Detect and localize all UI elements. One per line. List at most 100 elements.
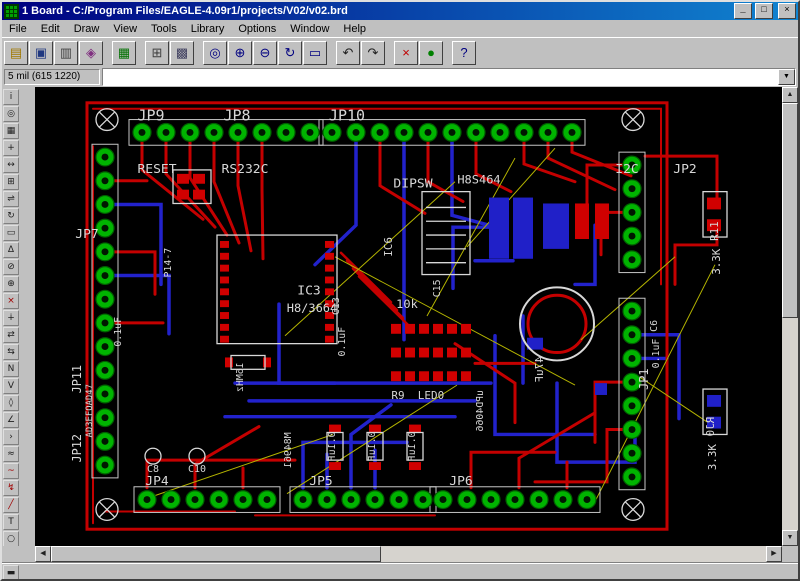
scroll-down-button[interactable]: ▼ — [782, 530, 798, 546]
silkscreen-label: C15 — [432, 279, 443, 297]
scroll-up-button[interactable]: ▲ — [782, 87, 798, 103]
help-button[interactable]: ? — [452, 41, 476, 65]
menu-window[interactable]: Window — [283, 22, 336, 36]
save-icon: ▣ — [35, 45, 47, 61]
cut-tool[interactable]: ⊘ — [3, 259, 19, 275]
menu-tools[interactable]: Tools — [144, 22, 184, 36]
pad-hole — [488, 496, 495, 503]
wire-tool[interactable]: ╱ — [3, 497, 19, 513]
display-tool[interactable]: ▦ — [3, 123, 19, 139]
status-strip — [2, 562, 798, 579]
scroll-corner-left — [2, 546, 35, 562]
zoom-fit-button[interactable]: ◎ — [203, 41, 227, 65]
pad-hole — [235, 129, 242, 136]
app-icon — [4, 4, 19, 19]
move-tool[interactable]: ↔ — [3, 157, 19, 173]
command-dropdown-arrow-icon[interactable]: ▼ — [778, 69, 795, 85]
menu-file[interactable]: File — [2, 22, 34, 36]
pad-hole — [629, 379, 636, 386]
info-tool[interactable]: i — [3, 89, 19, 105]
menu-edit[interactable]: Edit — [34, 22, 67, 36]
redo-button[interactable]: ↷ — [361, 41, 385, 65]
pad-hole — [629, 355, 636, 362]
board-canvas[interactable]: JP9JP8JP10RESETRS232CDIPSWH8S464I2CJP2JP… — [35, 87, 782, 546]
ripup-tool[interactable]: ↯ — [3, 480, 19, 496]
save-button[interactable]: ▣ — [29, 41, 53, 65]
horizontal-scroll-track[interactable] — [51, 546, 766, 562]
silkscreen-label: C13 — [331, 297, 342, 315]
mark-tool[interactable]: + — [3, 140, 19, 156]
menu-help[interactable]: Help — [336, 22, 373, 36]
show-tool[interactable]: ◎ — [3, 106, 19, 122]
close-button[interactable]: × — [778, 3, 796, 19]
copy-tool[interactable]: ⊞ — [3, 174, 19, 190]
menu-draw[interactable]: Draw — [67, 22, 107, 36]
pad-hole — [102, 177, 109, 184]
silkscreen-label: JP11 — [70, 365, 84, 394]
open-button[interactable]: ▤ — [4, 41, 28, 65]
undo-button[interactable]: ↶ — [336, 41, 360, 65]
replace-tool[interactable]: ⇆ — [3, 344, 19, 360]
pad-hole — [440, 496, 447, 503]
change-tool[interactable]: Δ — [3, 242, 19, 258]
split-tool[interactable]: › — [3, 429, 19, 445]
vertical-scroll-thumb[interactable] — [782, 103, 798, 318]
maximize-button[interactable]: □ — [755, 3, 773, 19]
pad-hole — [425, 129, 432, 136]
print-icon: ▥ — [60, 45, 72, 61]
zoom-out-button[interactable]: ⊖ — [253, 41, 277, 65]
pad-hole — [396, 496, 403, 503]
print-button[interactable]: ▥ — [54, 41, 78, 65]
circle-tool[interactable]: ○ — [3, 531, 19, 547]
board-editor-button[interactable]: ▦ — [112, 41, 136, 65]
zoom-redraw-button[interactable]: ↻ — [278, 41, 302, 65]
cam-processor-button[interactable]: ◈ — [79, 41, 103, 65]
silkscreen-label: IC3 — [297, 283, 320, 298]
connector-outline — [92, 144, 118, 478]
add-tool[interactable]: ∔ — [3, 310, 19, 326]
scroll-corner-right — [782, 546, 798, 562]
pinswap-tool[interactable]: ⇄ — [3, 327, 19, 343]
pad-hole — [102, 272, 109, 279]
pad-hole — [102, 296, 109, 303]
delete-tool[interactable]: × — [3, 293, 19, 309]
coordinate-bar: 5 mil (615 1220) ▼ — [2, 67, 798, 87]
horizontal-scroll-thumb[interactable] — [51, 546, 381, 562]
grid-button[interactable]: ⊞ — [145, 41, 169, 65]
menu-options[interactable]: Options — [231, 22, 283, 36]
miter-tool[interactable]: ∠ — [3, 412, 19, 428]
scroll-right-button[interactable]: ▶ — [766, 546, 782, 562]
text-tool[interactable]: T — [3, 514, 19, 530]
route-tool[interactable]: ~ — [3, 463, 19, 479]
optimize-tool[interactable]: ≈ — [3, 446, 19, 462]
smash-tool[interactable]: ◊ — [3, 395, 19, 411]
mirror-tool[interactable]: ⇌ — [3, 191, 19, 207]
pad-hole — [216, 496, 223, 503]
vertical-scroll-track[interactable] — [782, 103, 798, 530]
value-tool[interactable]: V — [3, 378, 19, 394]
group-tool[interactable]: ▭ — [3, 225, 19, 241]
zoom-select-button[interactable]: ▭ — [303, 41, 327, 65]
pcb-drawing: JP9JP8JP10RESETRS232CDIPSWH8S464I2CJP2JP… — [35, 87, 782, 546]
paste-tool[interactable]: ⊕ — [3, 276, 19, 292]
silkscreen-label: RESET — [137, 162, 176, 177]
pad-hole — [102, 438, 109, 445]
minimize-button[interactable]: _ — [734, 3, 752, 19]
rotate-tool[interactable]: ↻ — [3, 208, 19, 224]
pad-hole — [307, 129, 314, 136]
pad-hole — [102, 154, 109, 161]
stop-button[interactable]: × — [394, 41, 418, 65]
zoom-in-button[interactable]: ⊕ — [228, 41, 252, 65]
layers-button[interactable]: ▩ — [170, 41, 194, 65]
main-area: i◎▦+↔⊞⇌↻▭Δ⊘⊕×∔⇄⇆NV◊∠›≈~↯╱T○◠▬◇◉§◌⋈A√! — [2, 87, 798, 546]
name-tool[interactable]: N — [3, 361, 19, 377]
menu-view[interactable]: View — [106, 22, 144, 36]
menu-bar: FileEditDrawViewToolsLibraryOptionsWindo… — [2, 20, 798, 37]
menu-library[interactable]: Library — [184, 22, 232, 36]
scroll-left-button[interactable]: ◀ — [35, 546, 51, 562]
pad-hole — [102, 248, 109, 255]
pad-hole — [283, 129, 290, 136]
go-button[interactable]: ● — [419, 41, 443, 65]
command-input[interactable] — [103, 69, 778, 85]
silkscreen-label: 0.1uF — [337, 327, 348, 357]
